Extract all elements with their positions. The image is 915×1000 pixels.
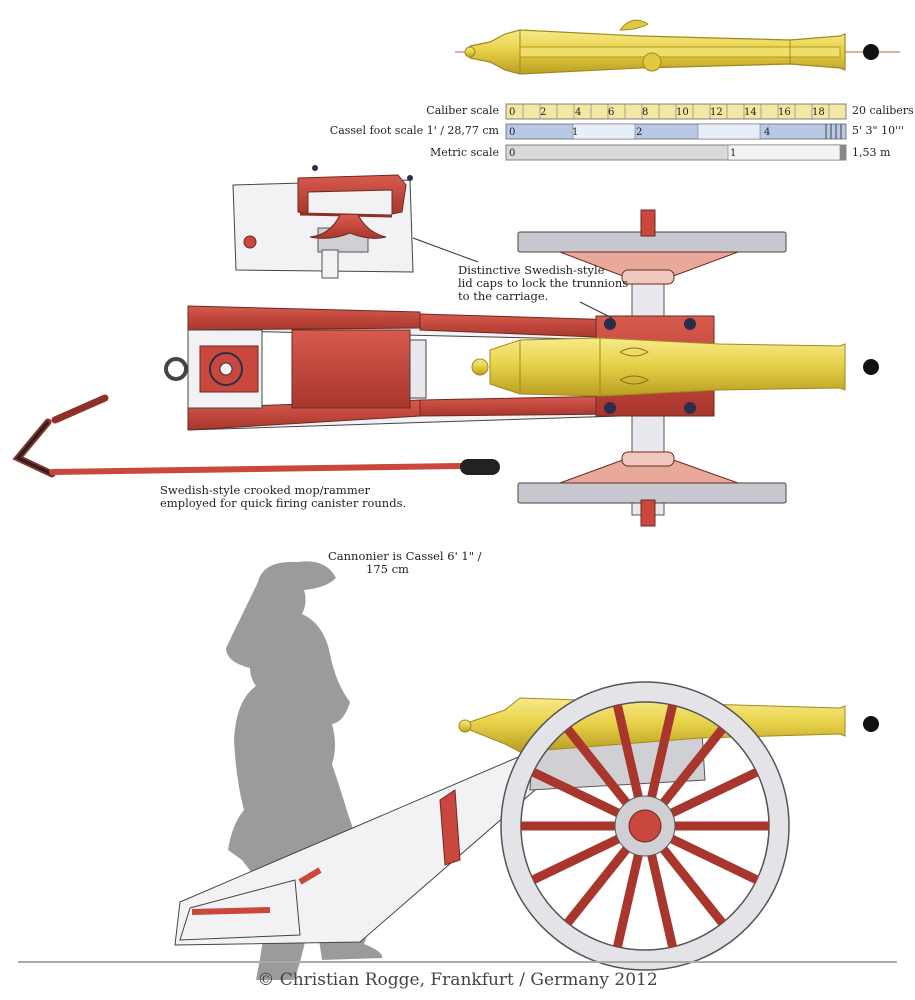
carriage-side-view	[174, 681, 879, 971]
caliber-scale-end: 20 calibers	[852, 104, 914, 117]
crooked-rammer	[12, 394, 500, 478]
caliber-tick-4: 4	[575, 107, 582, 118]
caliber-tick-8: 8	[642, 107, 649, 118]
wheel-spoke	[647, 854, 677, 948]
foot-tick-4: 4	[764, 127, 771, 138]
copyright-notice: © Christian Rogge, Frankfurt / Germany 2…	[257, 970, 658, 990]
wheel-spoke	[670, 768, 759, 818]
cassel-foot-scale	[505, 123, 847, 140]
rammer-line-1: Swedish-style crooked mop/rammer	[160, 483, 371, 497]
caliber-tick-16: 16	[778, 107, 791, 118]
caliber-tick-12: 12	[710, 107, 723, 118]
lid-caps-line-1: Distinctive Swedish-style	[458, 263, 605, 277]
wheel-spoke	[564, 846, 630, 926]
wheel-spoke	[660, 846, 726, 926]
barrel-top-view	[455, 19, 900, 75]
wheel-spoke	[613, 704, 643, 798]
caliber-scale	[505, 103, 847, 120]
caliber-tick-2: 2	[540, 107, 547, 118]
metric-scale-label: Metric scale	[429, 146, 499, 159]
caliber-tick-14: 14	[744, 107, 757, 118]
wheel-spoke	[564, 726, 630, 806]
wheel-spoke	[531, 834, 620, 884]
lid-caps-line-3: to the carriage.	[458, 289, 549, 303]
cannonier-line-2: 175 cm	[366, 562, 409, 576]
caliber-tick-6: 6	[608, 107, 615, 118]
caliber-scale-label: Caliber scale	[426, 104, 499, 117]
cannonier-line-1: Cannonier is Cassel 6' 1" /	[328, 549, 482, 563]
foot-tick-2: 2	[636, 127, 643, 138]
wheel-spoke	[531, 768, 620, 818]
metric-tick-0: 0	[509, 148, 516, 159]
foot-tick-1: 1	[572, 127, 579, 138]
wheel-spoke	[613, 854, 643, 948]
wheel-spoke	[647, 704, 677, 798]
wheel-spoke	[660, 726, 726, 806]
foot-scale-end: 5' 3" 10'''	[852, 124, 905, 137]
wheel-spoke	[670, 834, 759, 884]
lid-caps-line-2: lid caps to lock the trunnions	[458, 276, 629, 290]
cannonier-note: Cannonier is Cassel 6' 1" / 175 cm	[328, 550, 482, 576]
trunnion-lid-detail	[232, 165, 479, 279]
carriage-top-view	[164, 209, 879, 527]
caliber-tick-18: 18	[812, 107, 825, 118]
foot-scale-label: Cassel foot scale 1' / 28,77 cm	[329, 124, 499, 137]
metric-tick-1: 1	[730, 148, 737, 159]
metric-scale-end: 1,53 m	[852, 146, 891, 159]
metric-scale	[505, 144, 847, 161]
caliber-tick-10: 10	[676, 107, 689, 118]
lid-caps-note: Distinctive Swedish-style lid caps to lo…	[458, 264, 628, 303]
caliber-tick-0: 0	[509, 107, 516, 118]
rammer-note: Swedish-style crooked mop/rammer employe…	[160, 484, 406, 510]
foot-tick-0: 0	[509, 127, 516, 138]
rammer-line-2: employed for quick firing canister round…	[160, 496, 407, 510]
